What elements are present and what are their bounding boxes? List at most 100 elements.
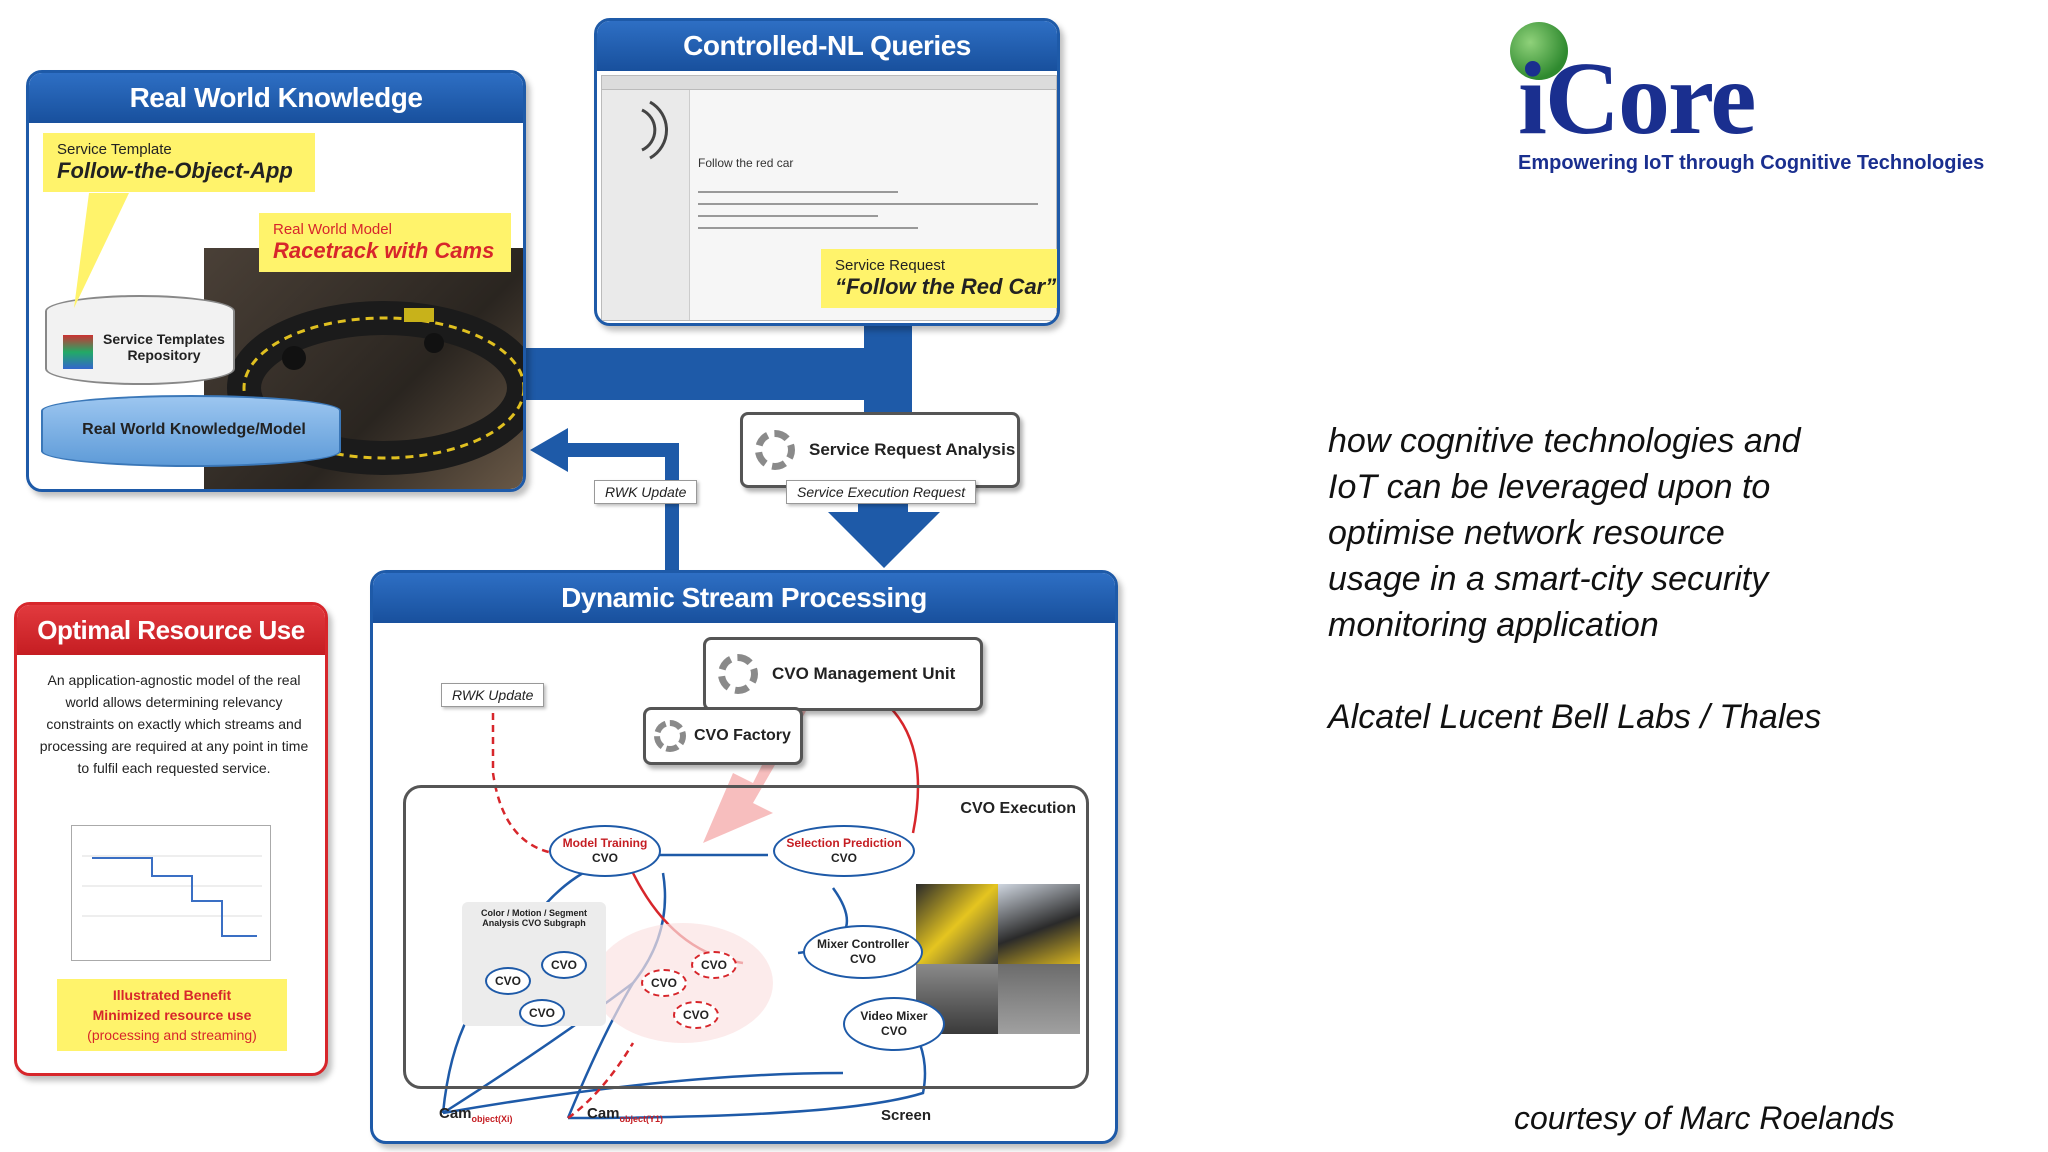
icore-logo: iCore Empowering IoT through Cognitive T… bbox=[1510, 22, 2040, 182]
courtesy-note: courtesy of Marc Roelands bbox=[1514, 1100, 1895, 1136]
rwk-model-label: Real World Knowledge/Model bbox=[82, 421, 306, 438]
callout-model-small: Real World Model bbox=[273, 221, 392, 238]
mixer-controller-cvo-label: CVO bbox=[849, 952, 876, 966]
callout-template-pointer bbox=[74, 193, 129, 308]
cam-2-sub: object(Y1) bbox=[619, 1114, 664, 1124]
benefit-line-2: Minimized resource use bbox=[92, 1007, 252, 1023]
callout-request-small: Service Request bbox=[835, 257, 946, 274]
cvo-node-d: CVO bbox=[641, 969, 687, 997]
optimal-title: Optimal Resource Use bbox=[17, 605, 325, 655]
sra-label: Service Request Analysis bbox=[809, 440, 1016, 459]
cvo-node-a: CVO bbox=[485, 967, 531, 995]
cvo-execution-label: CVO Execution bbox=[960, 800, 1076, 817]
repo-label: Service Templates Repository bbox=[103, 331, 225, 363]
cam-label-2: Camobject(Y1) bbox=[587, 1105, 663, 1124]
racetrack-shape bbox=[227, 301, 523, 475]
cvo-node-b: CVO bbox=[541, 951, 587, 979]
callout-service-request: Service Request “Follow the Red Car” bbox=[821, 249, 1057, 308]
cvo-c-label: CVO bbox=[528, 1005, 555, 1020]
video-mixer-cvo-label: CVO bbox=[880, 1024, 907, 1038]
model-training-cvo-label: CVO bbox=[591, 851, 618, 865]
description-line-5: monitoring application bbox=[1328, 606, 1659, 644]
description-block: how cognitive technologies and IoT can b… bbox=[1328, 418, 1928, 740]
model-training-cvo: Model Training CVO bbox=[549, 825, 661, 877]
rwk-update-tag-dsp: RWK Update bbox=[441, 683, 545, 707]
subgraph-label: Color / Motion / Segment Analysis CVO Su… bbox=[481, 908, 587, 928]
cvo-b-label: CVO bbox=[550, 957, 577, 972]
dsp-panel: Dynamic Stream Processing bbox=[370, 570, 1118, 1144]
camera-photo-4 bbox=[998, 964, 1080, 1034]
browser-toolbar bbox=[602, 76, 1056, 90]
selection-prediction-cvo: Selection Prediction CVO bbox=[773, 825, 915, 877]
benefit-line-1: Illustrated Benefit bbox=[112, 987, 232, 1003]
gear-icon bbox=[755, 430, 795, 470]
logo-tagline: Empowering IoT through Cognitive Technol… bbox=[1518, 152, 1985, 174]
editor-text: Follow the red car bbox=[698, 156, 794, 170]
logo-wordmark: iCore bbox=[1518, 41, 1756, 156]
cvo-a-label: CVO bbox=[494, 973, 521, 988]
cam-1-text: Cam bbox=[439, 1105, 472, 1122]
cvo-execution-box: CVO Execution Color / Motion / Segment A… bbox=[403, 785, 1089, 1089]
description-line-1: how cognitive technologies and bbox=[1328, 422, 1801, 460]
callout-template-big: Follow-the-Object-App bbox=[57, 158, 293, 183]
callout-request-big: “Follow the Red Car” bbox=[835, 274, 1057, 299]
rwk-update-tag-top: RWK Update bbox=[594, 480, 698, 504]
rwk-title: Real World Knowledge bbox=[29, 73, 523, 123]
benefit-line-3: (processing and streaming) bbox=[87, 1027, 257, 1043]
cvo-management-unit-node: CVO Management Unit bbox=[703, 637, 983, 711]
camera-photo-2 bbox=[998, 884, 1080, 964]
sound-icon bbox=[641, 100, 668, 160]
camera-photo-1 bbox=[916, 884, 998, 964]
cam-1-sub: object(Xi) bbox=[471, 1114, 513, 1124]
gear-icon-mgmt bbox=[718, 654, 758, 694]
cvo-node-e: CVO bbox=[691, 951, 737, 979]
globe-icon bbox=[1510, 22, 1568, 80]
cvo-d-label: CVO bbox=[650, 975, 677, 990]
flow-arrows bbox=[520, 320, 940, 570]
dsp-title: Dynamic Stream Processing bbox=[373, 573, 1115, 623]
description-line-2: IoT can be leveraged upon to bbox=[1328, 468, 1771, 506]
cam-label-1: Camobject(Xi) bbox=[439, 1105, 513, 1124]
callout-service-template: Service Template Follow-the-Object-App bbox=[43, 133, 315, 192]
selection-prediction-cvo-label: CVO bbox=[830, 851, 857, 865]
cvo-factory-label: CVO Factory bbox=[694, 727, 791, 744]
queries-title: Controlled-NL Queries bbox=[597, 21, 1057, 71]
callout-template-small: Service Template bbox=[57, 141, 172, 158]
cvo-mgmt-label: CVO Management Unit bbox=[772, 664, 956, 683]
screen-label: Screen bbox=[881, 1107, 932, 1124]
cvo-node-c: CVO bbox=[519, 999, 565, 1027]
video-mixer-label: Video Mixer bbox=[860, 1009, 928, 1023]
selection-prediction-label: Selection Prediction bbox=[786, 836, 902, 850]
mixer-controller-cvo: Mixer Controller CVO bbox=[803, 925, 923, 979]
benefit-chart-svg bbox=[82, 855, 262, 937]
arrow-rwk-update bbox=[560, 443, 679, 570]
gear-icon-factory bbox=[654, 720, 686, 752]
description-credit: Alcatel Lucent Bell Labs / Thales bbox=[1328, 698, 1822, 736]
cvo-node-f: CVO bbox=[673, 1001, 719, 1029]
benefit-callout: Illustrated Benefit Minimized resource u… bbox=[57, 979, 287, 1051]
callout-real-world-model: Real World Model Racetrack with Cams bbox=[259, 213, 511, 272]
optimal-body: An application-agnostic model of the rea… bbox=[39, 672, 309, 776]
editor-lines bbox=[698, 191, 1038, 229]
browser-sidebar bbox=[602, 90, 690, 320]
benefit-chart bbox=[71, 825, 271, 961]
rwk-panel: Real World Knowledge Service Templates R… bbox=[26, 70, 526, 492]
model-training-label: Model Training bbox=[562, 836, 648, 850]
arrow-band-horizontal bbox=[520, 348, 912, 400]
description-line-4: usage in a smart-city security bbox=[1328, 560, 1769, 598]
video-mixer-cvo: Video Mixer CVO bbox=[843, 997, 945, 1051]
cvo-f-label: CVO bbox=[682, 1007, 709, 1022]
queries-panel: Controlled-NL Queries Follow the red car… bbox=[594, 18, 1060, 326]
callout-model-big: Racetrack with Cams bbox=[273, 238, 495, 263]
service-execution-request-tag: Service Execution Request bbox=[786, 480, 977, 504]
description-line-3: optimise network resource bbox=[1328, 514, 1725, 552]
architecture-diagram: Real World Knowledge Service Templates R… bbox=[14, 18, 1118, 1144]
service-request-analysis-node: Service Request Analysis bbox=[740, 412, 1020, 488]
repo-icon bbox=[63, 335, 93, 369]
cvo-e-label: CVO bbox=[700, 957, 727, 972]
optimal-resource-panel: Optimal Resource Use An application-agno… bbox=[14, 602, 328, 1076]
cam-2-text: Cam bbox=[587, 1105, 620, 1122]
mixer-controller-label: Mixer Controller bbox=[816, 937, 909, 951]
arrow-sra-to-dsp bbox=[828, 480, 940, 568]
rwk-model-cylinder bbox=[41, 395, 341, 467]
